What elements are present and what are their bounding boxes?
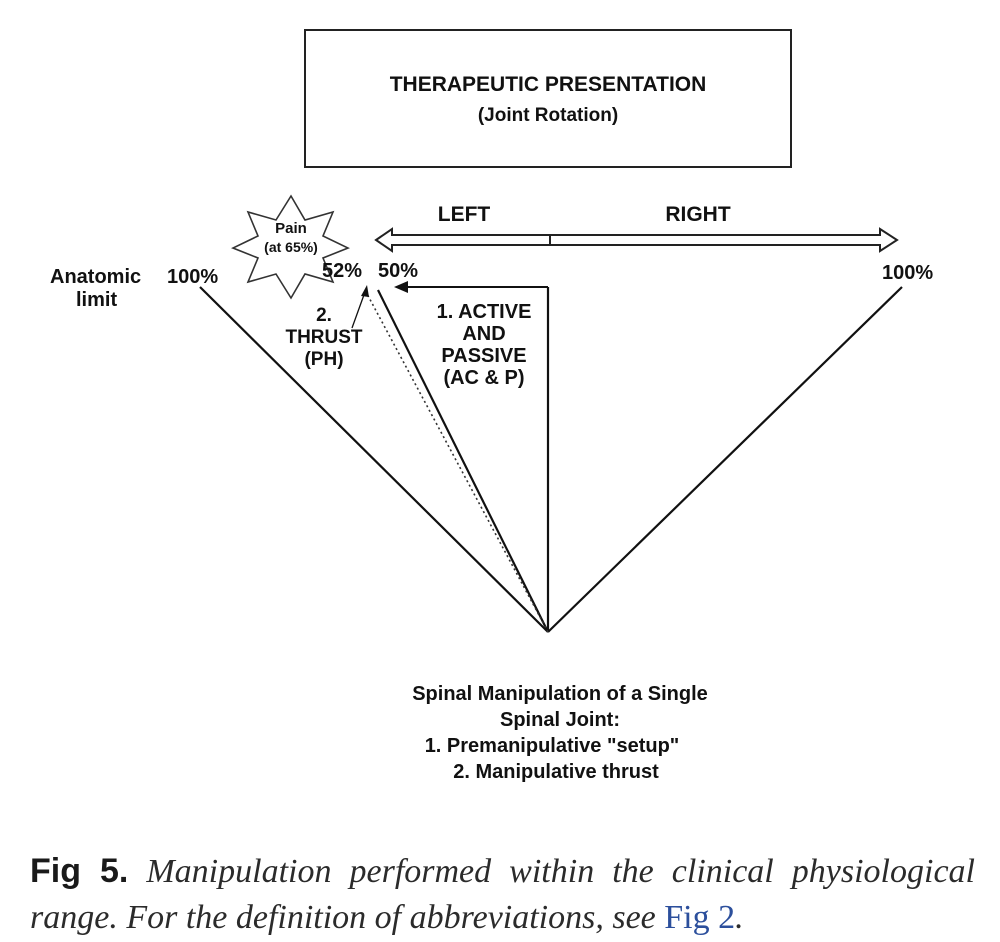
right-limit-percent: 100% xyxy=(882,262,933,284)
active-passive-line xyxy=(377,289,549,633)
anatomic-label-line2: limit xyxy=(76,289,117,311)
figure-label: Fig 5. xyxy=(30,852,129,890)
bottom-text-line3: 1. Premanipulative "setup" xyxy=(425,735,680,757)
right-label: RIGHT xyxy=(665,203,731,226)
active-passive-arrowhead xyxy=(394,281,408,293)
header-subtitle: (Joint Rotation) xyxy=(478,105,618,126)
bottom-text-line4: 2. Manipulative thrust xyxy=(453,761,659,783)
header-title: THERAPEUTIC PRESENTATION xyxy=(390,73,707,96)
active-label-line1: 1. ACTIVE xyxy=(437,301,532,323)
pain-star-line1: Pain xyxy=(275,220,307,237)
left-label: LEFT xyxy=(438,203,491,226)
thrust-arrow-shaft xyxy=(351,291,366,329)
active-label-line4: (AC & P) xyxy=(443,367,524,389)
figure-caption: Fig 5. Manipulation performed within the… xyxy=(30,848,975,941)
pain-star-icon xyxy=(231,194,350,300)
thrust-label-line3: (PH) xyxy=(304,349,343,370)
figure-reference-link[interactable]: Fig 2 xyxy=(664,899,736,936)
figure-caption-end: . xyxy=(735,899,744,936)
percent-52: 52% xyxy=(322,260,362,282)
bottom-text-line2: Spinal Joint: xyxy=(500,709,620,731)
left-limit-percent: 100% xyxy=(167,266,218,288)
anatomic-label-line1: Anatomic xyxy=(50,266,141,288)
header-box xyxy=(304,29,792,168)
active-label-line2: AND xyxy=(462,323,505,345)
left-right-arrow xyxy=(374,227,899,253)
bottom-text-line1: Spinal Manipulation of a Single xyxy=(412,683,708,705)
figure-caption-text: Manipulation performed within the clinic… xyxy=(30,853,975,936)
pain-star-line2: (at 65%) xyxy=(264,239,318,255)
right-limit-line xyxy=(547,286,903,633)
percent-50: 50% xyxy=(378,260,418,282)
thrust-label-line1: 2. xyxy=(316,305,332,326)
left-limit-line xyxy=(199,286,549,633)
thrust-arrowhead xyxy=(361,285,369,297)
active-label-line3: PASSIVE xyxy=(441,345,526,367)
thrust-dotted-line xyxy=(365,291,549,633)
thrust-label-line2: THRUST xyxy=(285,327,362,348)
